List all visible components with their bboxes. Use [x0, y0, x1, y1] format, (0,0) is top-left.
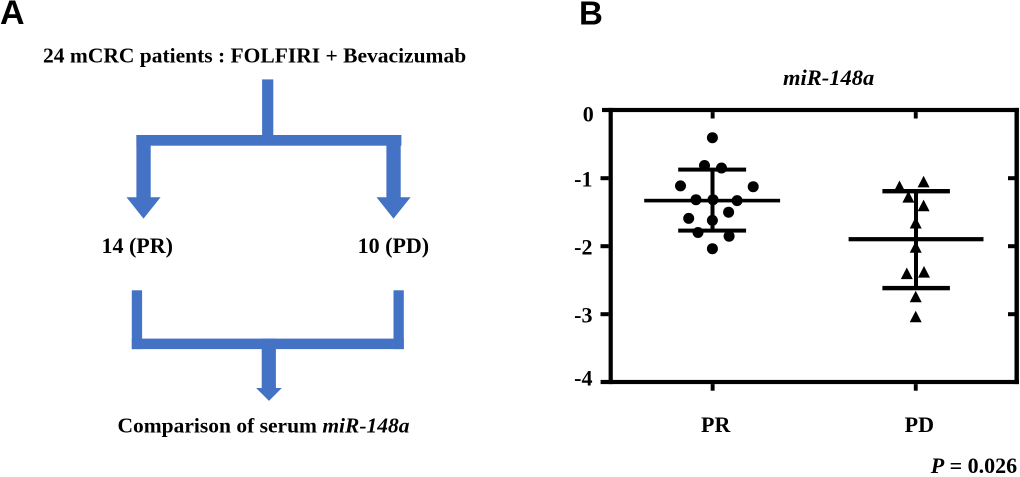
svg-text:0: 0	[583, 101, 594, 126]
svg-text:24 mCRC patients : FOLFIRI + B: 24 mCRC patients : FOLFIRI + Bevacizumab	[43, 44, 466, 68]
svg-text:14 (PR): 14 (PR)	[101, 233, 172, 258]
svg-text:A: A	[0, 0, 25, 32]
svg-text:-1: -1	[574, 166, 592, 191]
svg-text:-2: -2	[574, 234, 592, 259]
svg-text:-4: -4	[574, 365, 592, 390]
svg-text:P = 0.026: P = 0.026	[930, 453, 1017, 477]
svg-text:-3: -3	[574, 302, 592, 327]
svg-text:B: B	[579, 0, 603, 32]
svg-text:10 (PD): 10 (PD)	[358, 233, 429, 258]
svg-text:PD: PD	[905, 412, 934, 437]
svg-text:Comparison of serum miR-148a: Comparison of serum miR-148a	[117, 413, 409, 437]
svg-text:PR: PR	[701, 412, 731, 437]
svg-text:miR-148a: miR-148a	[783, 65, 874, 90]
